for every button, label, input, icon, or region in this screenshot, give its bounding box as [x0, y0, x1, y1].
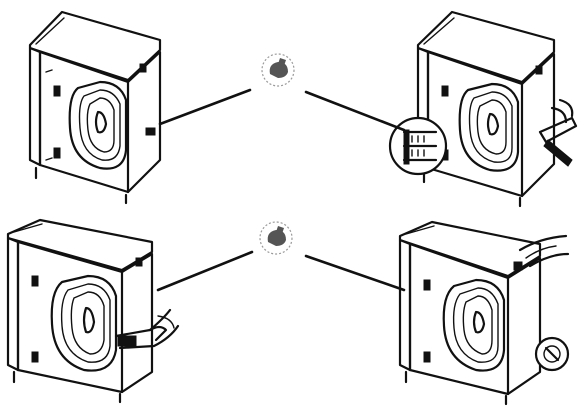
cap-detail-icon: [536, 338, 568, 370]
leader-line: [306, 92, 404, 130]
panel-bottom-left-washer: [8, 220, 178, 402]
connector-badge-bottom: [260, 222, 292, 254]
bolt-detail-inset: [390, 118, 446, 174]
panel-top-right-washer: [390, 12, 576, 206]
spanner-icon: [540, 100, 576, 166]
panel-top-left-washer: [30, 12, 160, 203]
transit-bolt: [442, 86, 448, 96]
transit-bolt-hole: [32, 276, 38, 286]
hole-cap: [424, 280, 430, 290]
leader-line: [158, 252, 252, 290]
panel-bottom-right-washer: [400, 222, 568, 404]
transit-bolt-hole: [136, 258, 142, 266]
connector-badge-top: [262, 54, 294, 86]
hand-icon: [116, 310, 178, 348]
transit-bolt: [54, 148, 60, 158]
transit-bolt: [140, 64, 146, 72]
transit-bolt: [536, 66, 542, 74]
transit-bolt: [54, 86, 60, 96]
transit-bolt-hole: [32, 352, 38, 362]
connector-lines: [158, 90, 404, 290]
hole-cap: [424, 352, 430, 362]
transit-bolt: [146, 128, 155, 135]
leader-line: [306, 256, 404, 290]
leader-line: [160, 90, 250, 124]
